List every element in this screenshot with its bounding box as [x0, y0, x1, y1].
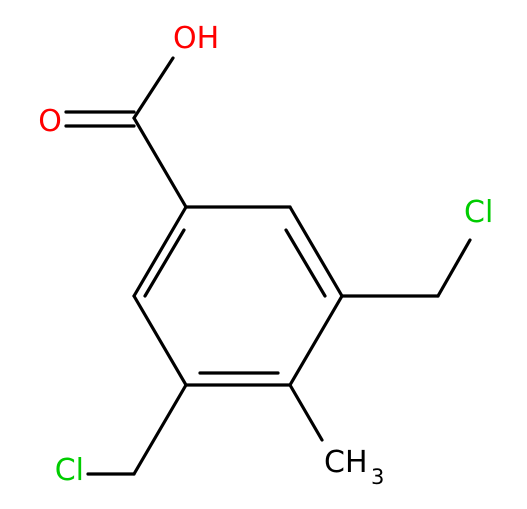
- ring-bond-top-left: [132, 205, 188, 298]
- bond-ring-to-left-ch2: [132, 383, 188, 476]
- ring-bond-bottom-left: [132, 294, 188, 387]
- ring-bond-bottom-right: [288, 294, 344, 387]
- ring-bond-top-right: [288, 205, 344, 298]
- methyl-subscript: 3: [371, 465, 384, 489]
- hydroxyl-label: OH: [173, 21, 219, 56]
- bond-carboxyl-to-hydroxyl: [132, 56, 175, 120]
- ring-double-bond-inner-right: [284, 228, 327, 298]
- bonds: [64, 56, 472, 476]
- chlorine-left-label: Cl: [55, 453, 84, 488]
- chlorine-right-label: Cl: [464, 195, 493, 230]
- bond-ring-to-carboxyl: [132, 116, 188, 209]
- carbonyl-oxygen-label: O: [38, 104, 62, 139]
- bond-right-ch2-to-cl: [436, 238, 472, 298]
- ring-double-bond-inner-left: [143, 228, 186, 298]
- methyl-label: CH: [324, 445, 368, 480]
- bond-ring-to-methyl: [288, 383, 324, 442]
- atom-labels: OH O Cl Cl CH 3: [38, 21, 493, 489]
